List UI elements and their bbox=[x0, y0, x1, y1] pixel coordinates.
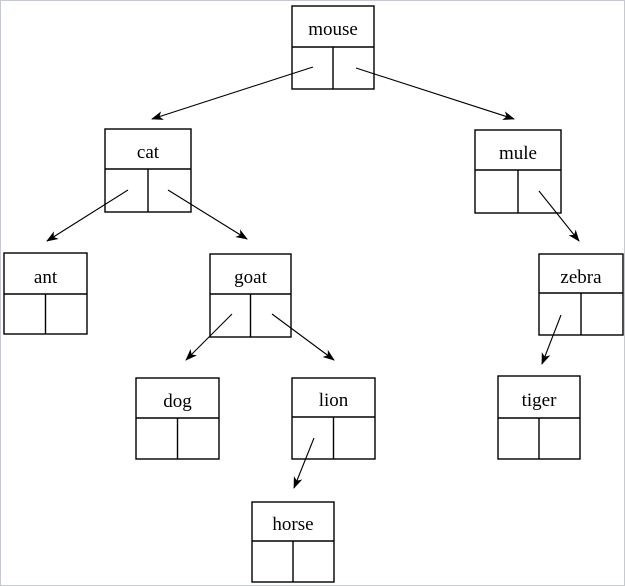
tree-node-tiger: tiger bbox=[497, 375, 581, 460]
tree-edges bbox=[46, 66, 580, 489]
node-label: lion bbox=[319, 390, 349, 411]
node-label: dog bbox=[163, 391, 192, 412]
edge-goat-left-to-dog bbox=[185, 313, 233, 361]
node-label: ant bbox=[34, 267, 58, 288]
edge-mule-right-to-zebra bbox=[538, 190, 580, 242]
tree-node-lion: lion bbox=[291, 377, 376, 460]
node-label: goat bbox=[234, 267, 267, 288]
node-label: mule bbox=[499, 143, 537, 164]
tree-node-mouse: mouse bbox=[291, 5, 375, 90]
tree-node-cat: cat bbox=[104, 128, 192, 213]
tree-node-dog: dog bbox=[135, 377, 220, 460]
node-label: cat bbox=[137, 142, 160, 163]
tree-node-mule: mule bbox=[474, 129, 562, 214]
edge-cat-right-to-goat bbox=[167, 189, 248, 240]
edge-cat-left-to-ant bbox=[46, 189, 129, 242]
edge-goat-right-to-lion bbox=[271, 313, 335, 361]
tree-node-horse: horse bbox=[251, 501, 335, 583]
tree-node-ant: ant bbox=[3, 252, 88, 335]
edge-mouse-right-to-mule bbox=[355, 67, 515, 120]
tree-node-zebra: zebra bbox=[538, 253, 624, 336]
node-label: zebra bbox=[560, 267, 602, 288]
edge-lion-left-to-horse bbox=[293, 437, 315, 489]
node-label: tiger bbox=[522, 390, 557, 411]
tree-node-goat: goat bbox=[209, 253, 292, 338]
node-label: mouse bbox=[308, 19, 358, 40]
edge-zebra-left-to-tiger bbox=[541, 314, 562, 365]
edge-mouse-left-to-cat bbox=[151, 66, 314, 120]
node-label: horse bbox=[272, 514, 313, 535]
